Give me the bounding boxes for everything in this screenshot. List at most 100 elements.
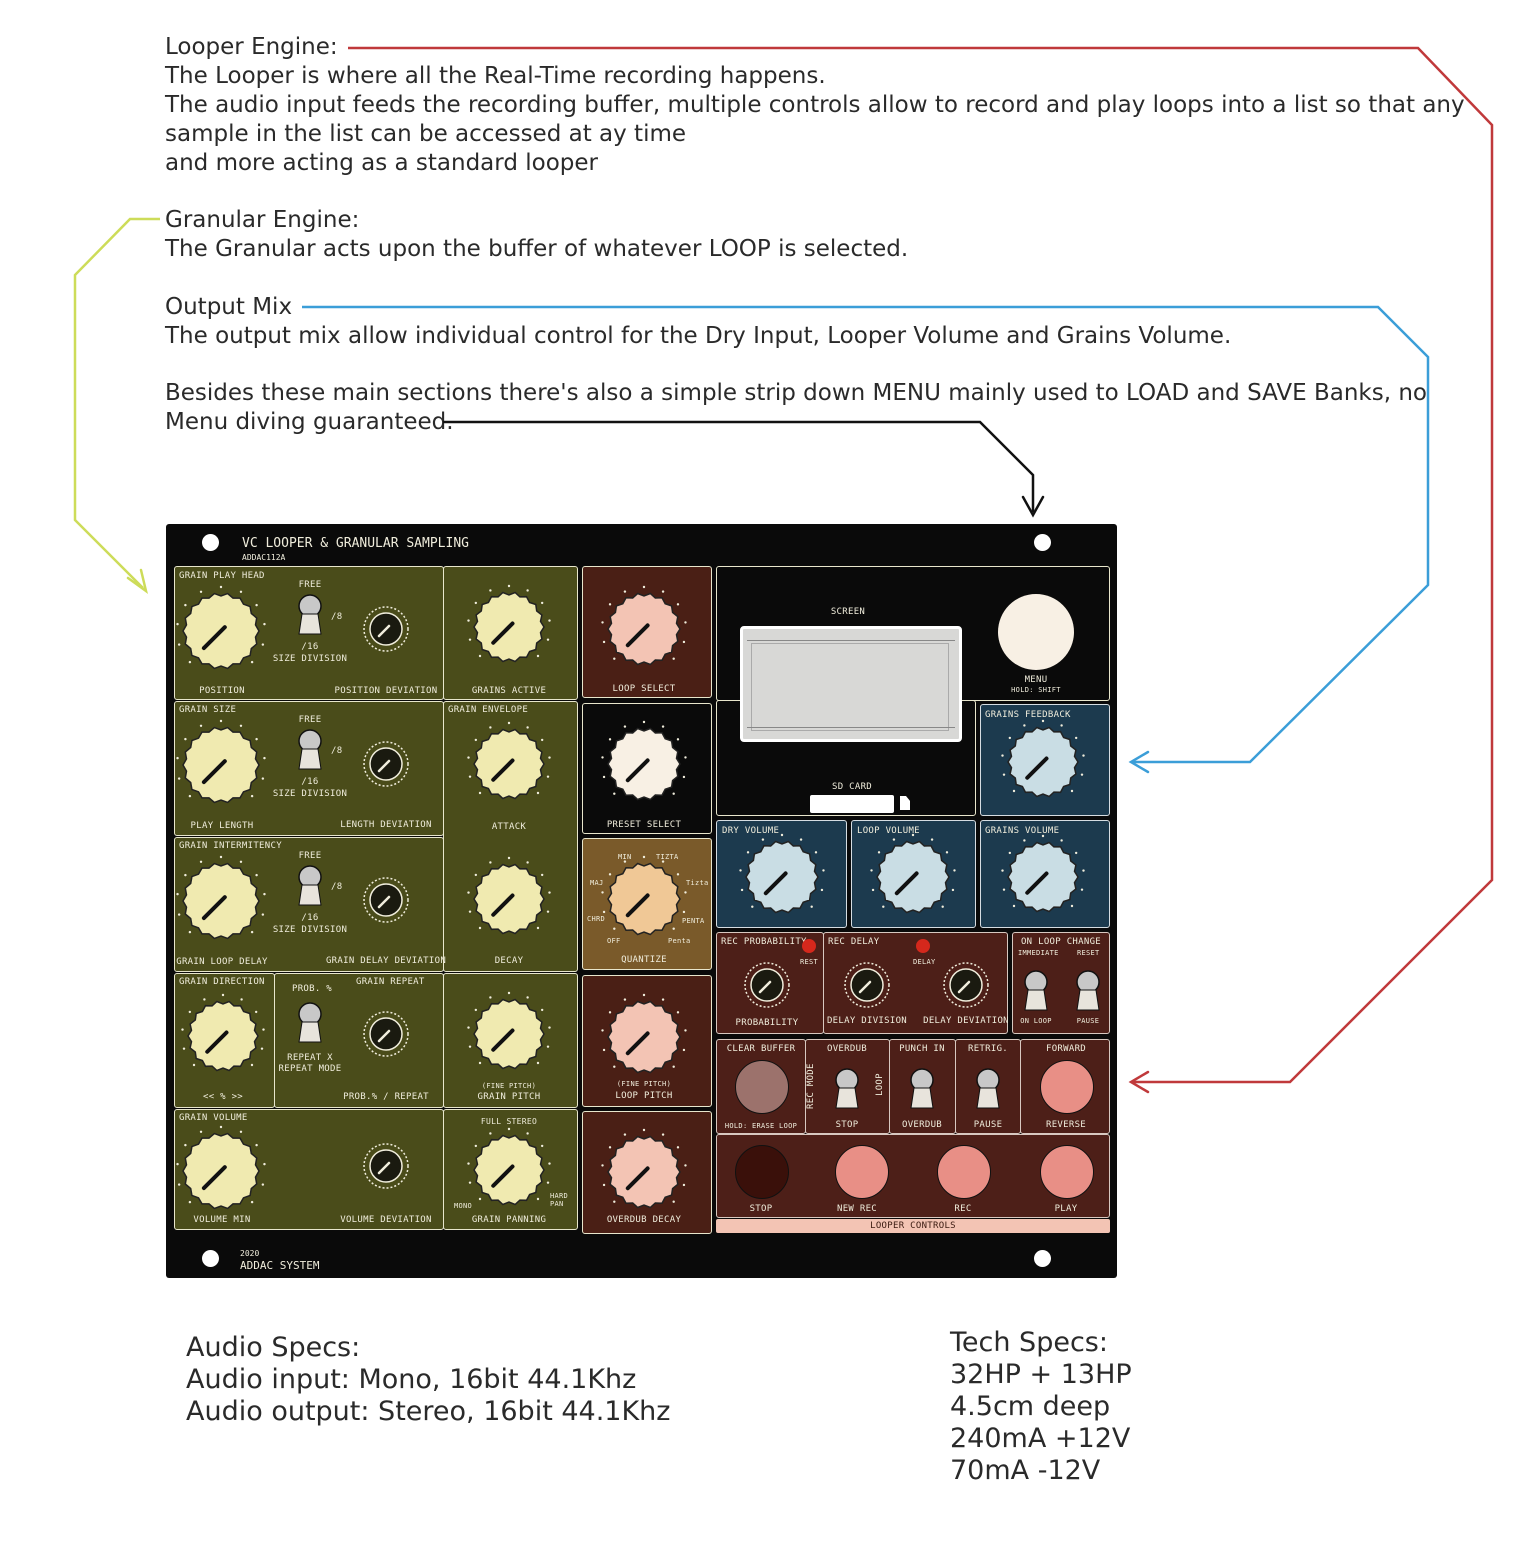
repeat-mode-label: REPEAT MODE [278, 1064, 342, 1074]
volume-deviation-label: VOLUME DEVIATION [340, 1215, 432, 1225]
delay-label: DELAY [913, 958, 936, 966]
size-division-label: SIZE DIVISION [272, 654, 348, 664]
audio-specs-line: Audio output: Stereo, 16bit 44.1Khz [186, 1396, 671, 1427]
grain-pitch-knob[interactable] [467, 991, 551, 1070]
stop-button-label: STOP [749, 1204, 773, 1214]
panel-brand: ADDAC SYSTEM [240, 1259, 320, 1272]
menu-line: Besides these main sections there's also… [165, 380, 1427, 406]
rec-probability-label: REC PROBABILITY [721, 937, 807, 947]
fine-pitch-label: (FINE PITCH) [616, 1080, 672, 1088]
size-division-switch[interactable] [298, 613, 322, 635]
grains-active-label: GRAINS ACTIVE [471, 686, 547, 696]
sd-card-slot[interactable] [810, 795, 894, 813]
grains-feedback-label: GRAINS FEEDBACK [985, 710, 1071, 720]
hold-erase-label: HOLD: ERASE LOOP [724, 1122, 798, 1130]
position-knob[interactable] [176, 585, 266, 670]
on-loop-switch[interactable] [1024, 989, 1048, 1011]
grain-loop-delay-knob[interactable] [176, 855, 266, 940]
panel-title: VC LOOPER & GRANULAR SAMPLING [242, 536, 469, 551]
grain-panning-knob[interactable] [467, 1127, 551, 1206]
forward-label: FORWARD [1045, 1044, 1087, 1054]
rec-button[interactable] [937, 1145, 991, 1199]
looper-controls-strip [716, 1219, 1110, 1233]
looper-line: and more acting as a standard looper [165, 150, 598, 176]
clear-buffer-section [716, 1039, 806, 1134]
grains-volume-knob[interactable] [1001, 834, 1085, 913]
clear-buffer-label: CLEAR BUFFER [726, 1044, 796, 1054]
retrig-switch[interactable] [976, 1087, 1000, 1109]
loop-pitch-knob[interactable] [601, 993, 687, 1074]
on-loop-label: ON LOOP [1020, 1017, 1052, 1025]
preset-select-knob[interactable] [601, 720, 687, 801]
prob-repeat-label: PROB.% / REPEAT [343, 1092, 429, 1102]
reset-label: RESET [1077, 949, 1100, 957]
screen-label: SCREEN [830, 607, 866, 617]
stop-button[interactable] [735, 1145, 789, 1199]
overdub-decay-knob[interactable] [601, 1128, 687, 1209]
looper-line: sample in the list can be accessed at ay… [165, 121, 687, 147]
repeat-mode-switch[interactable] [298, 1021, 322, 1043]
play-length-knob[interactable] [176, 719, 266, 804]
clear-buffer-button[interactable] [735, 1060, 789, 1114]
forward-reverse-button[interactable] [1040, 1060, 1094, 1114]
dry-volume-knob[interactable] [739, 833, 825, 914]
loop-volume-label: LOOP VOLUME [857, 826, 920, 836]
grains-volume-label: GRAINS VOLUME [985, 826, 1060, 836]
audio-specs-line: Audio input: Mono, 16bit 44.1Khz [186, 1364, 637, 1395]
loop-volume-knob[interactable] [870, 833, 956, 914]
lcd-screen [740, 626, 962, 742]
punch-in-label: PUNCH IN [899, 1044, 945, 1054]
size-division-switch[interactable] [298, 748, 322, 770]
mounting-hole [1034, 1250, 1051, 1267]
grains-active-knob[interactable] [467, 584, 551, 663]
delay-division-label: DELAY DIVISION [826, 1016, 908, 1026]
size-division-label: SIZE DIVISION [272, 789, 348, 799]
audio-specs-heading: Audio Specs: [186, 1332, 361, 1363]
attack-knob[interactable] [467, 721, 551, 800]
quantize-min: MIN [618, 853, 632, 861]
output-arrowhead [1128, 750, 1150, 774]
tech-specs: Tech Specs: 32HP + 13HP 4.5cm deep 240mA… [950, 1327, 1132, 1487]
granular-line: The Granular acts upon the buffer of wha… [165, 236, 909, 262]
quantize-knob[interactable] [601, 855, 687, 936]
menu-annotation: Besides these main sections there's also… [165, 379, 1427, 437]
position-deviation-label: POSITION DEVIATION [334, 686, 438, 696]
tech-specs-line: 70mA -12V [950, 1455, 1101, 1486]
grains-feedback-knob[interactable] [1001, 719, 1085, 798]
repeat-x-label: REPEAT X [287, 1053, 333, 1063]
lcd-top-bar [747, 632, 955, 641]
play-length-label: PLAY LENGTH [190, 821, 254, 831]
volume-min-knob[interactable] [176, 1125, 266, 1210]
reset-switch[interactable] [1076, 989, 1100, 1011]
sd-card-icon [900, 796, 910, 810]
loop-select-knob[interactable] [601, 585, 687, 666]
immediate-label: IMMEDIATE [1018, 949, 1059, 957]
punch-in-switch[interactable] [910, 1087, 934, 1109]
play-button[interactable] [1040, 1145, 1094, 1199]
grain-direction-knob[interactable] [181, 993, 265, 1072]
menu-label: MENU [1024, 675, 1048, 685]
menu-arrowhead [1021, 495, 1045, 518]
tech-specs-heading: Tech Specs: [950, 1327, 1108, 1358]
size-division-switch[interactable] [298, 884, 322, 906]
panel-model: ADDAC112A [242, 553, 286, 562]
overdub-toggle-label: OVERDUB [901, 1120, 943, 1130]
div16-label: /16 [301, 777, 319, 787]
menu-knob[interactable] [998, 594, 1074, 670]
quantize-maj: MAJ [590, 879, 604, 887]
audio-specs: Audio Specs: Audio input: Mono, 16bit 44… [186, 1332, 670, 1428]
new-rec-button[interactable] [835, 1145, 889, 1199]
quantize-label: QUANTIZE [621, 955, 667, 965]
free-label: FREE [298, 851, 322, 861]
stop-label: STOP [835, 1120, 859, 1130]
rest-led [802, 939, 816, 953]
size-division-label: SIZE DIVISION [272, 925, 348, 935]
overdub-label: OVERDUB [826, 1044, 868, 1054]
granular-arrow [73, 217, 160, 589]
panel-year: 2020 [240, 1249, 260, 1258]
quantize-tizta2: Tizta [686, 879, 709, 887]
decay-knob[interactable] [467, 856, 551, 935]
output-arrow [302, 305, 1430, 764]
rec-mode-switch[interactable] [835, 1087, 859, 1109]
tech-specs-line: 32HP + 13HP [950, 1359, 1132, 1390]
